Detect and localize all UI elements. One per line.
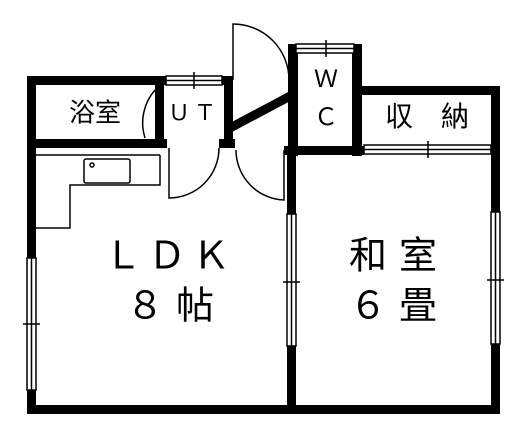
label-wc-w: Ｗ xyxy=(314,65,338,93)
wall-diagonal xyxy=(228,90,296,132)
entrance-door-swing xyxy=(232,23,290,81)
label-ldk-size: ８ 帖 xyxy=(126,284,214,328)
bath-door-swing xyxy=(141,89,156,139)
wall-bath-bottom xyxy=(27,139,167,148)
wall-wc-bottom xyxy=(284,146,364,155)
label-washitsu-size: ６ 畳 xyxy=(349,284,437,328)
doors xyxy=(141,23,290,201)
counter-outline xyxy=(36,154,161,229)
label-washitsu: 和 室 xyxy=(349,234,437,278)
ut-door-swing xyxy=(168,147,220,199)
wall-top-bath xyxy=(27,76,167,85)
label-bath: 浴室 xyxy=(69,99,121,129)
label-storage: 収 納 xyxy=(385,100,469,133)
wall-bottom xyxy=(27,405,500,414)
windows xyxy=(23,40,504,391)
wall-left xyxy=(27,76,36,414)
hall-door-swing xyxy=(235,149,285,201)
kitchen-counter xyxy=(36,154,161,229)
wall-ut-hall xyxy=(224,76,233,148)
label-ldk: ＬＤＫ xyxy=(104,234,236,278)
label-wc-c: Ｃ xyxy=(314,103,338,131)
wall-bath-ut xyxy=(155,76,164,148)
sink xyxy=(83,158,131,184)
wall-wc-left xyxy=(288,44,298,156)
wall-wc-right xyxy=(352,44,362,156)
label-utility: ＵＴ xyxy=(168,101,220,126)
sink-faucet-icon xyxy=(89,162,95,168)
room-labels: 浴室 ＵＴ Ｗ Ｃ 収 納 ＬＤＫ ８ 帖 和 室 ６ 畳 xyxy=(69,65,469,328)
wall-top-storage xyxy=(352,86,500,95)
